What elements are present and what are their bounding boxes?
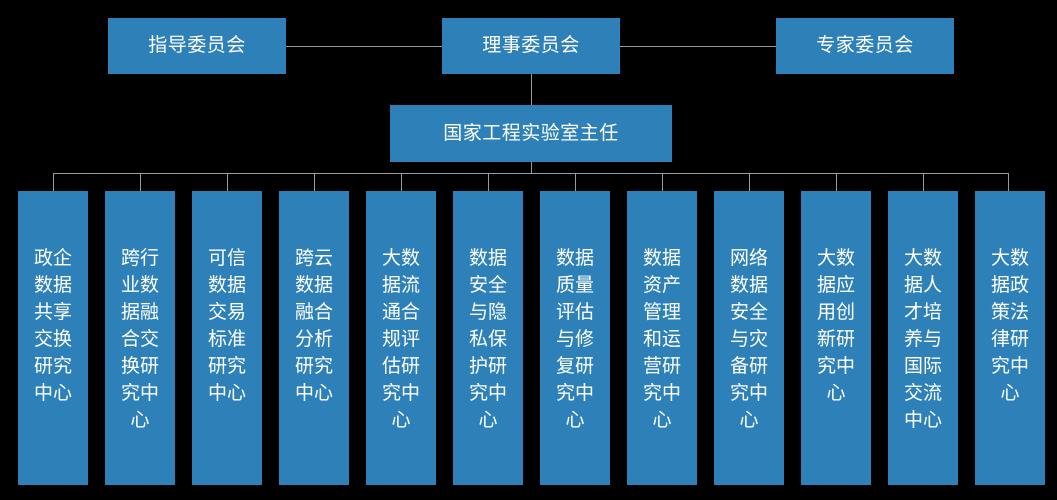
connector-steering-to-council [286, 46, 442, 47]
connector-drop-center-3 [227, 173, 228, 191]
node-lab-director[interactable]: 国家工程实验室主任 [390, 105, 672, 162]
node-research-center-7[interactable]: 数据质量评估与修复研究中心 [540, 191, 610, 485]
connector-drop-center-1 [53, 173, 54, 191]
node-research-center-8[interactable]: 数据资产管理和运营研究中心 [627, 191, 697, 485]
connector-drop-center-11 [923, 173, 924, 191]
node-research-center-5[interactable]: 大数据流通合规评估研究中心 [366, 191, 436, 485]
connector-drop-center-12 [1008, 173, 1009, 191]
node-research-center-2[interactable]: 跨行业数据融合交换研究中心 [105, 191, 175, 485]
connector-drop-center-4 [314, 173, 315, 191]
connector-drop-center-10 [836, 173, 837, 191]
node-council-committee[interactable]: 理事委员会 [442, 18, 620, 74]
connector-drop-center-2 [140, 173, 141, 191]
node-research-center-1[interactable]: 政企数据共享交换研究中心 [18, 191, 88, 485]
node-research-center-6[interactable]: 数据安全与隐私保护研究中心 [453, 191, 523, 485]
connector-council-to-director [531, 74, 532, 105]
connector-council-to-expert [620, 46, 776, 47]
connector-drop-center-7 [575, 173, 576, 191]
node-research-center-10[interactable]: 大数据应用创新研究中心 [801, 191, 871, 485]
connector-drop-center-5 [401, 173, 402, 191]
connector-drop-center-6 [488, 173, 489, 191]
connector-drop-center-9 [749, 173, 750, 191]
node-research-center-4[interactable]: 跨云数据融合分析研究中心 [279, 191, 349, 485]
connector-center-bus [53, 173, 1009, 174]
node-research-center-3[interactable]: 可信数据交易标准研究中心 [192, 191, 262, 485]
node-research-center-12[interactable]: 大数据政策法律研究中心 [975, 191, 1045, 485]
node-expert-committee[interactable]: 专家委员会 [776, 18, 954, 74]
connector-director-to-bus [531, 162, 532, 173]
node-research-center-9[interactable]: 网络数据安全与灾备研究中心 [714, 191, 784, 485]
node-steering-committee[interactable]: 指导委员会 [108, 18, 286, 74]
connector-drop-center-8 [662, 173, 663, 191]
node-research-center-11[interactable]: 大数据人才培养与国际交流中心 [888, 191, 958, 485]
